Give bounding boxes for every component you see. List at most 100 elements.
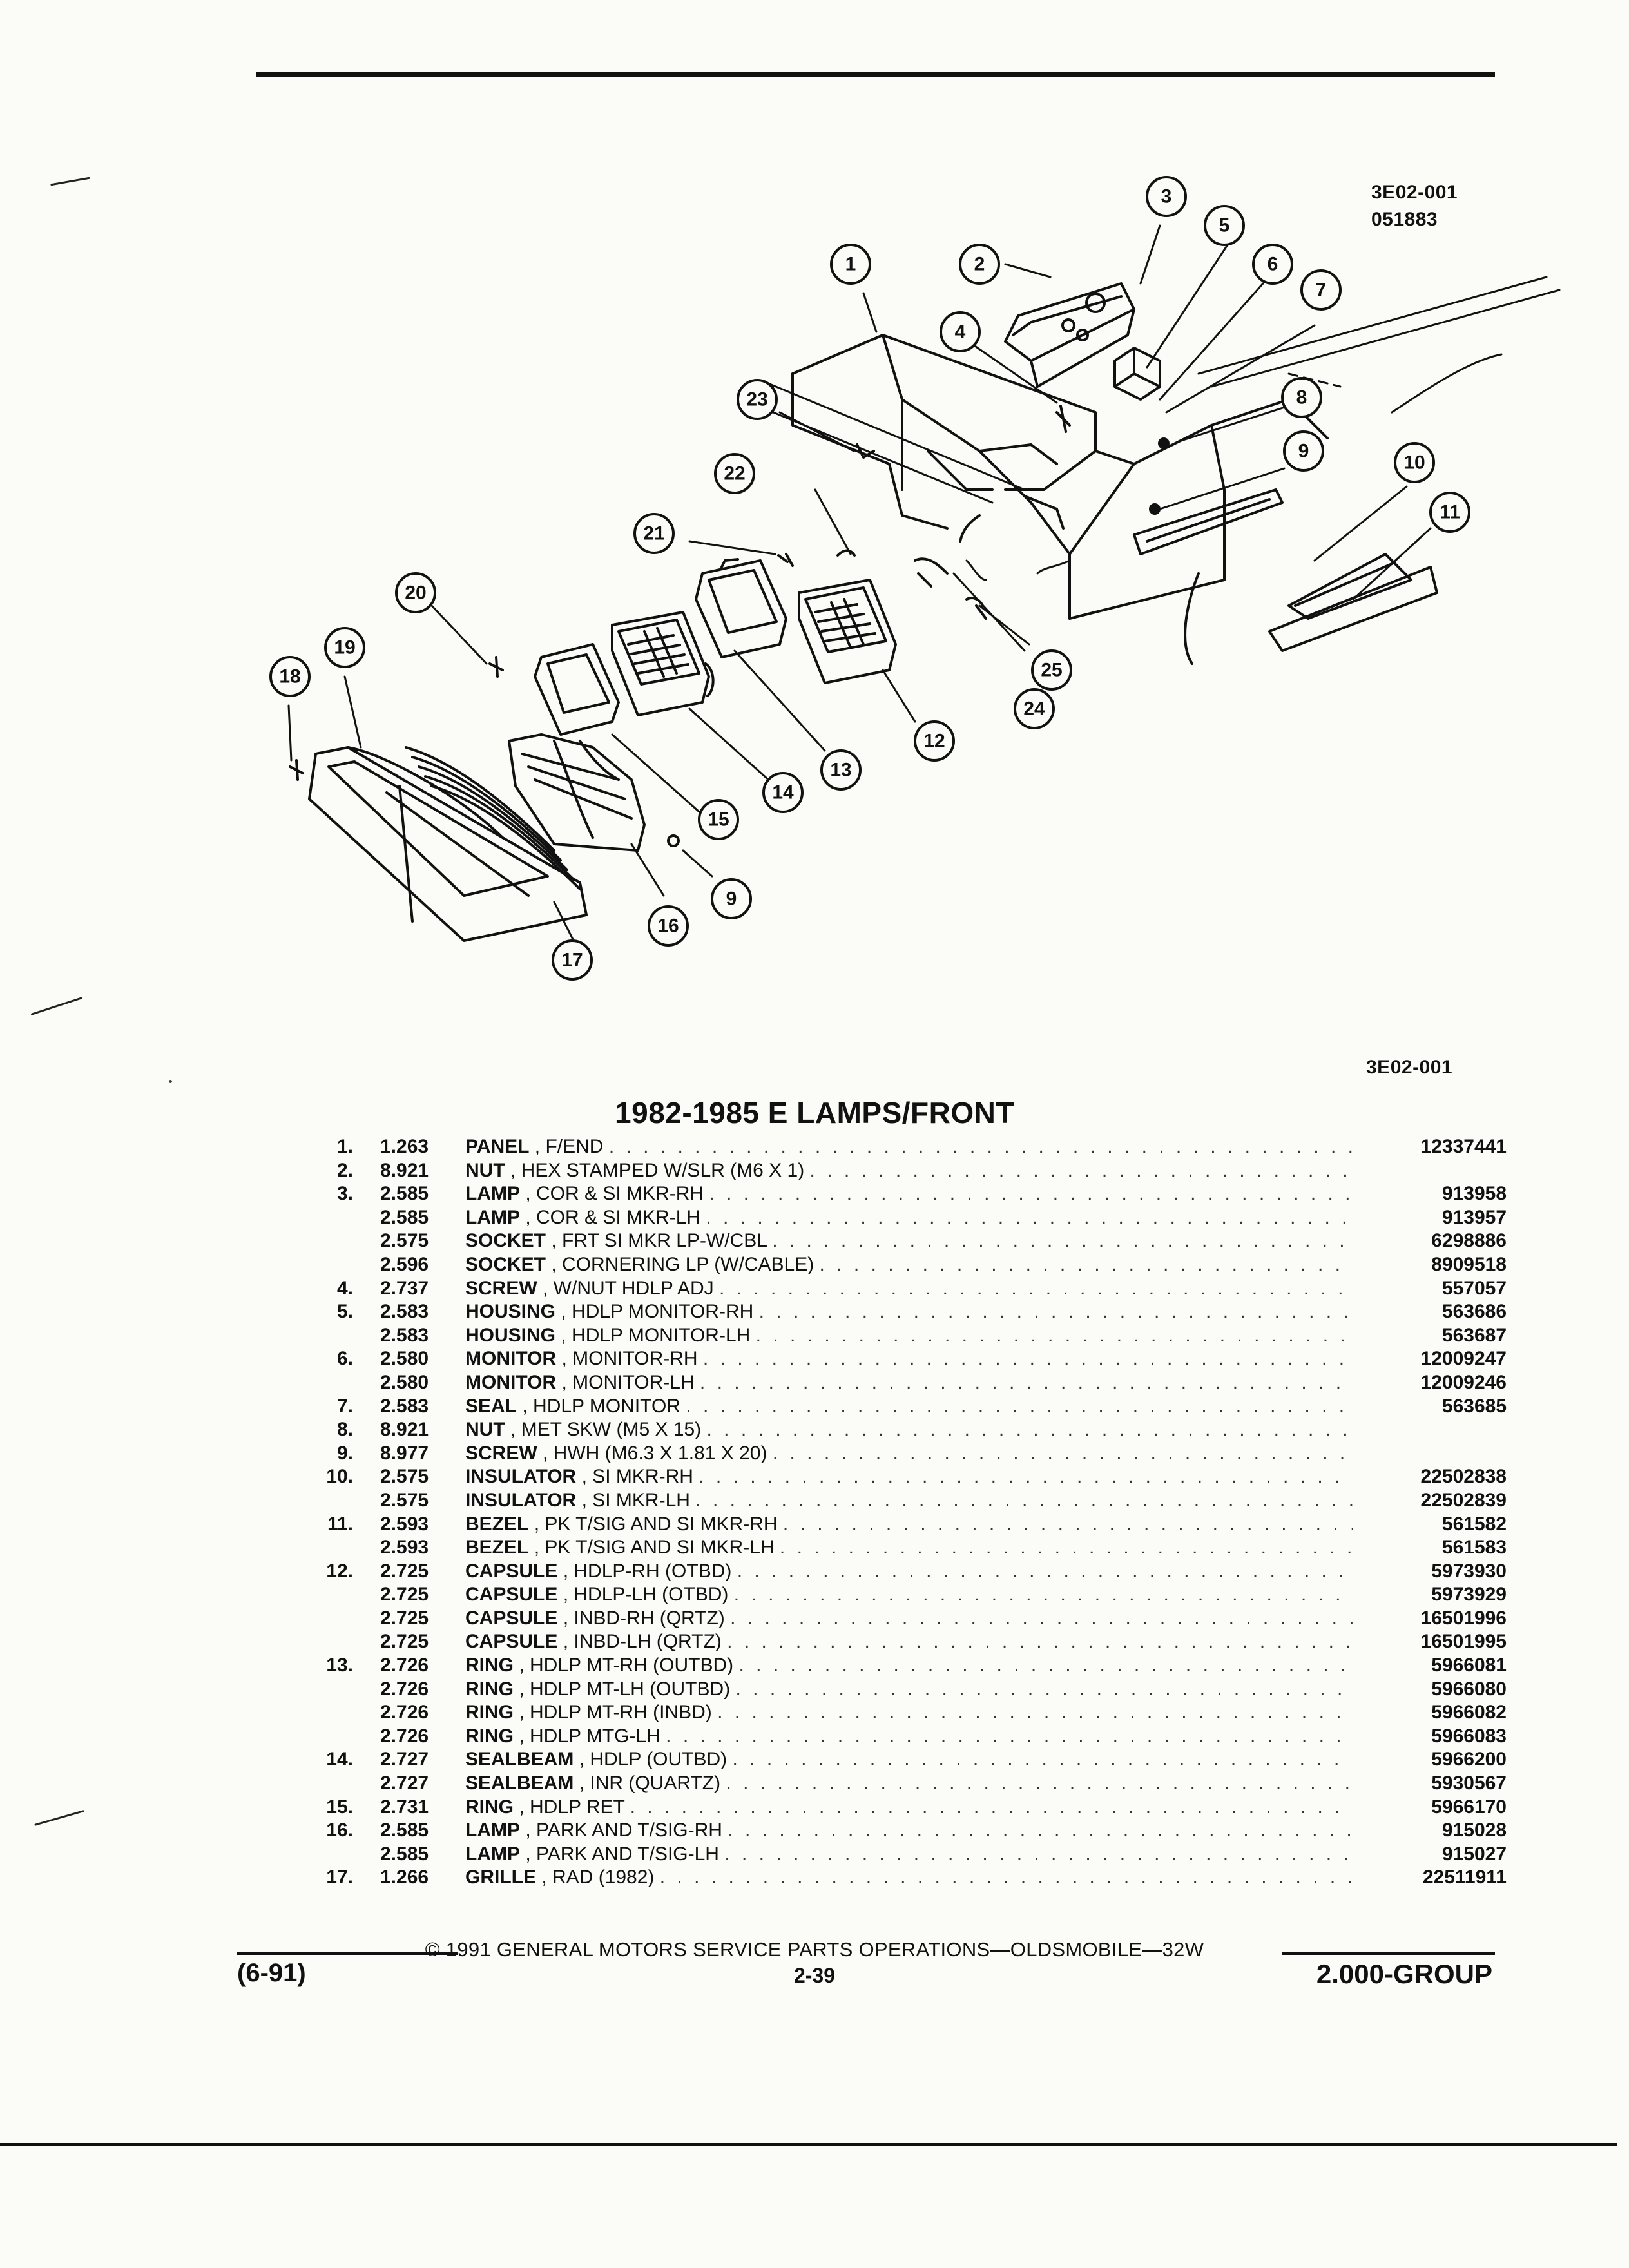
part-detail: , HDLP MT-RH (OUTBD) [519, 1655, 734, 1677]
catalog-group: 2.585 [380, 1843, 429, 1865]
part-name: SCREW [465, 1277, 537, 1299]
callout-20: 20 [395, 572, 436, 613]
catalog-group: 8.921 [380, 1159, 429, 1181]
part-description: SEAL , HDLP MONITOR . . . . . . . . . . … [465, 1395, 1353, 1418]
svg-text:18: 18 [279, 666, 300, 687]
part-number: 563685 [1441, 1395, 1507, 1417]
catalog-group: 2.726 [380, 1725, 429, 1747]
callout-2: 2 [959, 244, 1000, 285]
part-description: SCREW , HWH (M6.3 X 1.81 X 20) . . . . .… [465, 1442, 1353, 1465]
part-number: 5966200 [1431, 1749, 1507, 1771]
part-detail: , HEX STAMPED W/SLR (M6 X 1) [510, 1159, 805, 1181]
dot-leader: . . . . . . . . . . . . . . . . . . . . … [709, 1183, 1353, 1205]
dot-leader: . . . . . . . . . . . . . . . . . . . . … [728, 1820, 1353, 1841]
footer-rule-right [1282, 1952, 1495, 1955]
headlamp-capsule-inboard [798, 579, 897, 684]
headlamp-mounting-ring [695, 558, 787, 658]
side-marker-bezel [1268, 553, 1438, 652]
part-number: 913958 [1441, 1183, 1507, 1205]
part-name: CAPSULE [465, 1560, 558, 1582]
figure-id-bottom: 3E02-001 [1366, 1057, 1453, 1078]
catalog-group: 8.977 [380, 1442, 429, 1464]
callout-22: 22 [714, 453, 755, 494]
catalog-group: 8.921 [380, 1419, 429, 1441]
headlamp-retaining-ring [534, 643, 620, 736]
part-name: CAPSULE [465, 1584, 558, 1606]
svg-text:15: 15 [708, 809, 729, 831]
svg-text:21: 21 [643, 523, 664, 544]
dot-leader: . . . . . . . . . . . . . . . . . . . . … [706, 1419, 1353, 1441]
dot-leader: . . . . . . . . . . . . . . . . . . . . … [730, 1607, 1353, 1629]
part-description: RING , HDLP MT-RH (INBD) . . . . . . . .… [465, 1701, 1353, 1724]
part-description: RING , HDLP RET . . . . . . . . . . . . … [465, 1796, 1353, 1819]
callout-6: 6 [1252, 244, 1293, 285]
callout-17: 17 [552, 939, 593, 981]
catalog-group: 2.575 [380, 1489, 429, 1511]
callout-8: 8 [1281, 377, 1322, 418]
parking-lamp [508, 733, 646, 852]
catalog-group: 2.575 [380, 1230, 429, 1252]
part-description: PANEL , F/END . . . . . . . . . . . . . … [465, 1135, 1353, 1158]
catalog-group: 2.580 [380, 1348, 429, 1370]
part-description: LAMP , PARK AND T/SIG-LH . . . . . . . .… [465, 1843, 1353, 1866]
item-number: 7. [336, 1395, 353, 1417]
catalog-group: 2.727 [380, 1749, 429, 1771]
callout-9: 9 [1283, 430, 1324, 472]
item-number: 1. [336, 1136, 353, 1157]
part-number: 12009247 [1420, 1348, 1507, 1370]
part-name: RING [465, 1702, 514, 1724]
part-number: 5973929 [1431, 1584, 1507, 1606]
part-detail: , MONITOR-LH [561, 1371, 695, 1393]
svg-text:12: 12 [923, 731, 945, 752]
part-description: NUT , MET SKW (M5 X 15) . . . . . . . . … [465, 1418, 1353, 1441]
part-detail: , PARK AND T/SIG-LH [525, 1843, 719, 1865]
part-name: HOUSING [465, 1324, 556, 1346]
item-number: 9. [336, 1442, 353, 1464]
callout-25: 25 [1031, 649, 1072, 691]
footer-revision-date: (6-91) [237, 1959, 306, 1987]
part-number: 16501996 [1420, 1607, 1507, 1629]
callout-24: 24 [1014, 688, 1055, 729]
part-description: HOUSING , HDLP MONITOR-RH . . . . . . . … [465, 1300, 1353, 1323]
callout-16: 16 [648, 905, 689, 947]
part-detail: , RAD (1982) [541, 1867, 655, 1888]
part-detail: , W/NUT HDLP ADJ [543, 1277, 714, 1299]
catalog-group: 2.580 [380, 1371, 429, 1393]
part-detail: , HDLP MTG-LH [519, 1725, 660, 1747]
part-name: SEALBEAM [465, 1749, 574, 1771]
svg-text:2: 2 [974, 254, 985, 275]
dot-leader: . . . . . . . . . . . . . . . . . . . . … [809, 1159, 1353, 1181]
part-name: INSULATOR [465, 1489, 577, 1511]
part-name: NUT [465, 1159, 505, 1181]
part-detail: , HDLP RET [519, 1796, 625, 1818]
page-number: 2-39 [793, 1964, 836, 1987]
catalog-group: 2.593 [380, 1537, 429, 1559]
part-detail: , PK T/SIG AND SI MKR-LH [534, 1537, 775, 1559]
part-number: 6298886 [1431, 1230, 1507, 1252]
catalog-group: 2.593 [380, 1513, 429, 1535]
part-detail: , F/END [534, 1136, 604, 1157]
part-number: 557057 [1441, 1277, 1507, 1299]
part-number: 22502838 [1420, 1466, 1507, 1488]
catalog-group: 2.725 [380, 1631, 429, 1653]
parts-row: 2.585 LAMP , PARK AND T/SIG-LH . . . . . … [303, 1843, 1514, 1867]
svg-text:11: 11 [1440, 502, 1460, 523]
part-detail: , HDLP MONITOR-RH [561, 1301, 754, 1323]
top-rule [256, 72, 1495, 77]
part-description: LAMP , COR & SI MKR-LH . . . . . . . . .… [465, 1206, 1353, 1229]
callout-18: 18 [269, 656, 311, 697]
part-detail: , CORNERING LP (W/CABLE) [551, 1253, 815, 1275]
part-description: SEALBEAM , INR (QUARTZ) . . . . . . . . … [465, 1772, 1353, 1795]
figure-id-top: 3E02-001 [1371, 182, 1458, 203]
catalog-group: 2.727 [380, 1773, 429, 1794]
dot-leader: . . . . . . . . . . . . . . . . . . . . … [724, 1843, 1353, 1865]
section-title: 1982-1985 E LAMPS/FRONT [615, 1096, 1014, 1129]
catalog-group: 1.266 [380, 1867, 429, 1888]
